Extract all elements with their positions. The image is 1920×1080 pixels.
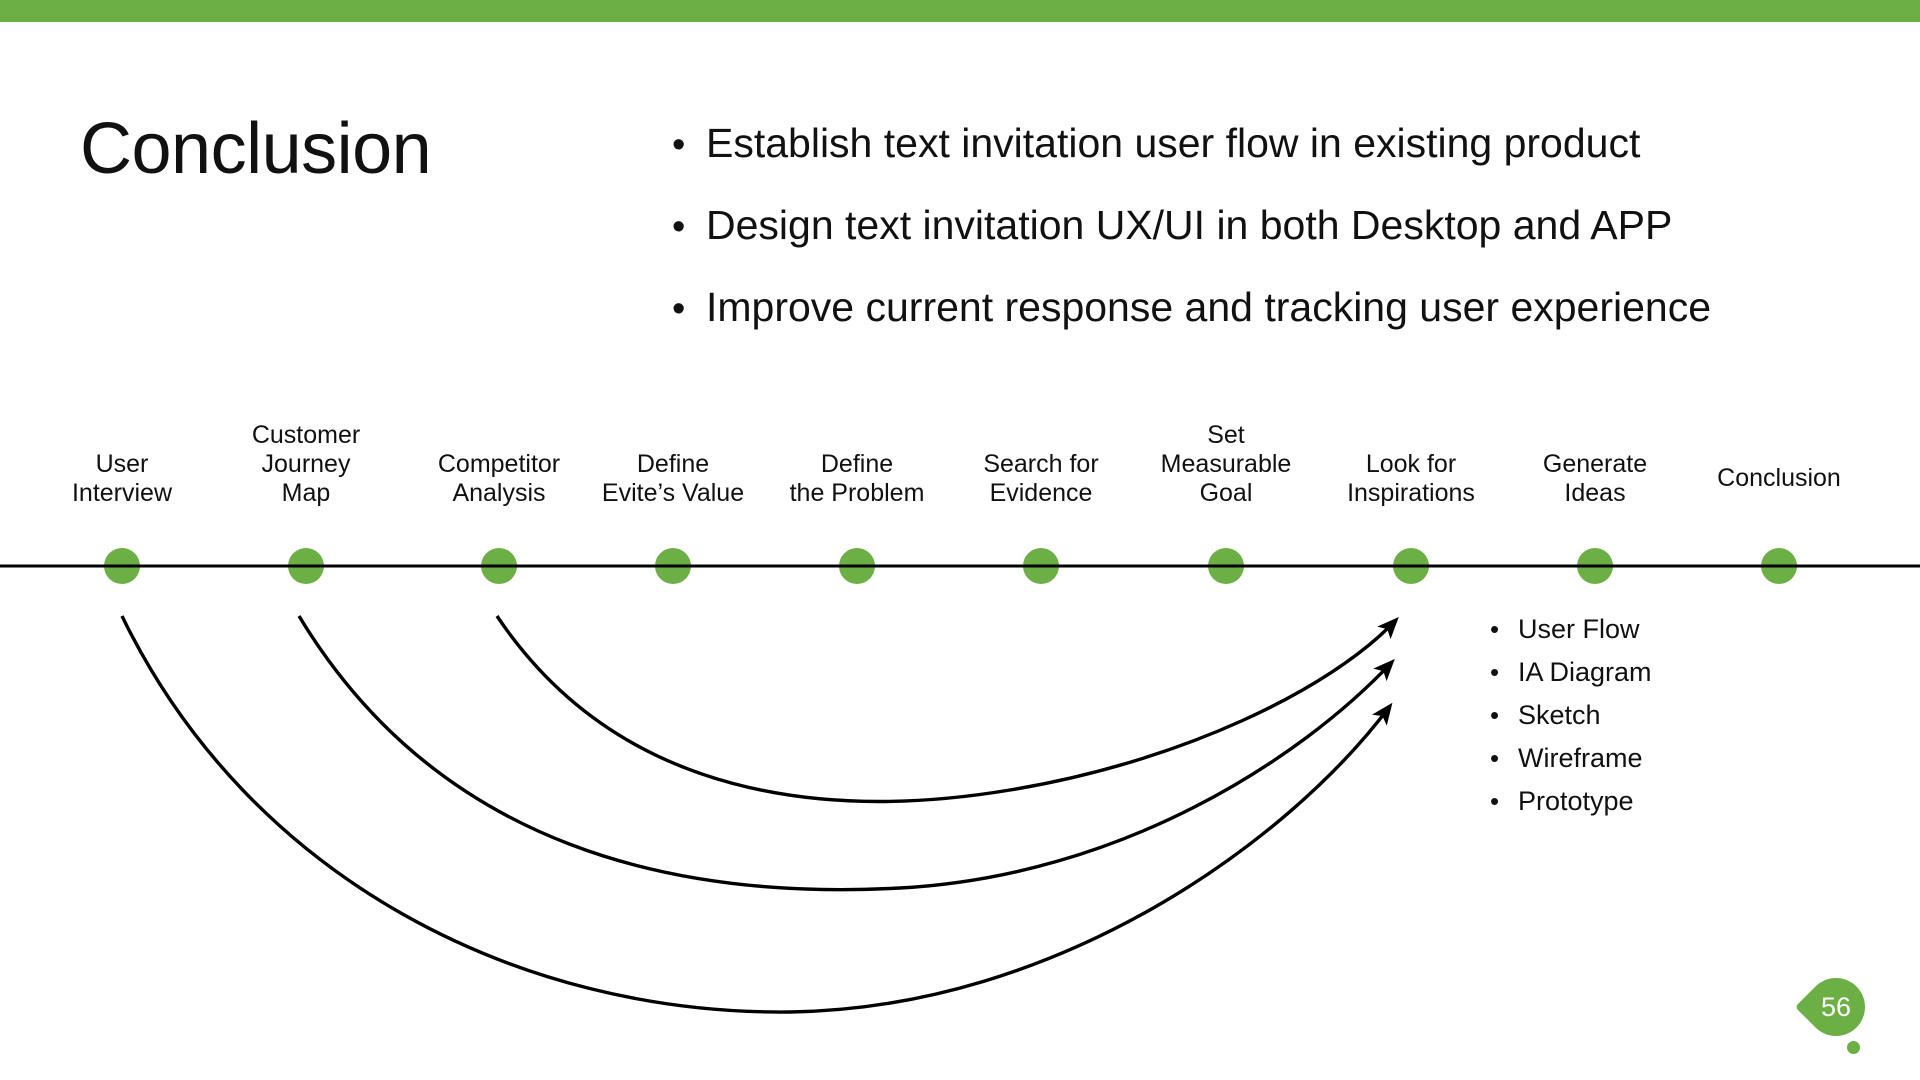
timeline-dot-competitor-analysis bbox=[481, 548, 517, 584]
timeline-dot-look-for-inspirations bbox=[1393, 548, 1429, 584]
list-item-label: Prototype bbox=[1518, 786, 1634, 816]
bullet-icon: • bbox=[672, 288, 686, 330]
timeline-node-competitor-analysis: Competitor Analysis bbox=[438, 450, 560, 508]
timeline-label-line: Look for bbox=[1365, 450, 1457, 478]
timeline-label-line: Map bbox=[281, 479, 331, 507]
page-title: Conclusion bbox=[80, 109, 432, 189]
bullet-icon: • bbox=[1490, 614, 1500, 644]
timeline-label-line: Competitor bbox=[437, 450, 561, 478]
timeline-label-line: Goal bbox=[1199, 479, 1253, 507]
bullet-icon: • bbox=[1490, 786, 1500, 816]
timeline-dot-set-measurable-goal bbox=[1208, 548, 1244, 584]
timeline-node-generate-ideas: Generate Ideas bbox=[1543, 450, 1647, 508]
timeline-label-line: Search for bbox=[983, 450, 1099, 478]
list-item-label: Improve current response and tracking us… bbox=[706, 284, 1712, 330]
list-item: • Establish text invitation user flow in… bbox=[672, 120, 1892, 166]
list-item: • Prototype bbox=[1490, 784, 1820, 818]
timeline-node-set-measurable-goal: Set Measurable Goal bbox=[1161, 421, 1292, 508]
timeline-dot-generate-ideas bbox=[1577, 548, 1613, 584]
bullet-icon: • bbox=[1490, 700, 1500, 730]
list-item-label: Design text invitation UX/UI in both Des… bbox=[706, 202, 1673, 248]
bullet-icon: • bbox=[1490, 743, 1500, 773]
list-item: • Wireframe bbox=[1490, 741, 1820, 775]
timeline-dot-conclusion bbox=[1761, 548, 1797, 584]
timeline-node-conclusion: Conclusion bbox=[1717, 464, 1841, 493]
process-timeline: User Interview Customer Journey Map Comp… bbox=[0, 400, 1920, 620]
list-item-label: User Flow bbox=[1518, 614, 1640, 644]
timeline-node-define-evites-value: Define Evite’s Value bbox=[602, 450, 744, 508]
connector-arc-user-interview bbox=[120, 615, 1393, 1014]
list-item: • IA Diagram bbox=[1490, 655, 1820, 689]
timeline-label-line: Define bbox=[636, 450, 710, 478]
timeline-dot-define-the-problem bbox=[839, 548, 875, 584]
page-number-badge: 56 bbox=[1794, 965, 1878, 1060]
timeline-label-line: Evite’s Value bbox=[601, 479, 745, 507]
timeline-label-line: Define bbox=[820, 450, 894, 478]
timeline-dot-define-evites-value bbox=[655, 548, 691, 584]
page-number-label: 56 bbox=[1820, 991, 1852, 1022]
timeline-node-user-interview: User Interview bbox=[72, 450, 172, 508]
list-item-label: Sketch bbox=[1518, 700, 1601, 730]
list-item: • Sketch bbox=[1490, 698, 1820, 732]
timeline-label-line: Evidence bbox=[989, 479, 1093, 507]
timeline-label-line: Interview bbox=[71, 479, 173, 507]
balloon-tail-dot-icon bbox=[1847, 1041, 1860, 1054]
bullet-icon: • bbox=[1490, 657, 1500, 687]
connector-arc-competitor-analysis bbox=[495, 615, 1399, 804]
timeline-dot-search-for-evidence bbox=[1023, 548, 1059, 584]
timeline-label-line: Measurable bbox=[1160, 450, 1292, 478]
bullet-icon: • bbox=[672, 124, 686, 166]
list-item-label: Wireframe bbox=[1518, 743, 1643, 773]
timeline-dot-customer-journey-map bbox=[288, 548, 324, 584]
top-accent-bar bbox=[0, 0, 1920, 22]
timeline-label-line: the Problem bbox=[789, 479, 925, 507]
timeline-label-line: Customer bbox=[251, 421, 361, 449]
bullet-icon: • bbox=[672, 206, 686, 248]
deliverables-list: • User Flow • IA Diagram • Sketch • Wire… bbox=[1490, 612, 1820, 827]
conclusion-bullet-list: • Establish text invitation user flow in… bbox=[672, 120, 1892, 366]
timeline-label-line: Ideas bbox=[1564, 479, 1626, 507]
timeline-dot-user-interview bbox=[104, 548, 140, 584]
list-item: • Design text invitation UX/UI in both D… bbox=[672, 202, 1892, 248]
list-item-label: Establish text invitation user flow in e… bbox=[706, 120, 1641, 166]
timeline-label-line: Set bbox=[1207, 421, 1245, 449]
list-item-label: IA Diagram bbox=[1518, 657, 1652, 687]
timeline-label-line: Conclusion bbox=[1717, 464, 1841, 492]
timeline-label-line: Generate bbox=[1542, 450, 1648, 478]
timeline-label-line: Analysis bbox=[452, 479, 546, 507]
timeline-node-customer-journey-map: Customer Journey Map bbox=[252, 421, 360, 508]
connector-arc-customer-journey-map bbox=[297, 615, 1395, 892]
timeline-node-define-the-problem: Define the Problem bbox=[790, 450, 925, 508]
timeline-label-line: Journey bbox=[261, 450, 351, 478]
list-item: • User Flow bbox=[1490, 612, 1820, 646]
timeline-node-search-for-evidence: Search for Evidence bbox=[983, 450, 1098, 508]
timeline-node-look-for-inspirations: Look for Inspirations bbox=[1347, 450, 1475, 508]
timeline-label-line: User bbox=[95, 450, 149, 478]
list-item: • Improve current response and tracking … bbox=[672, 284, 1892, 330]
timeline-label-line: Inspirations bbox=[1347, 479, 1475, 507]
